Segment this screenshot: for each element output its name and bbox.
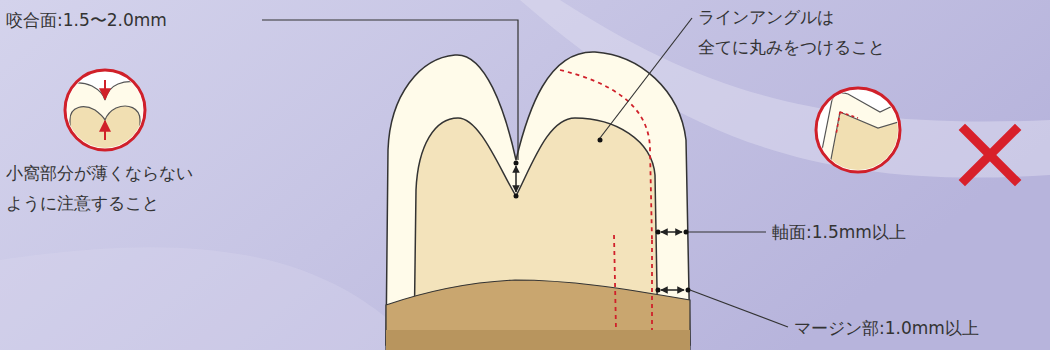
dimension-label: 咬合面:1.5〜2.0mm [6, 5, 167, 35]
crown [386, 52, 691, 350]
dimension-label: 軸面:1.5mm以上 [772, 217, 906, 247]
note-label: 小窩部分が薄くならない ように注意すること [6, 158, 221, 218]
line-angle-detail [816, 88, 1015, 180]
note-label: ラインアングルは 全てに丸みをつけること [698, 2, 908, 62]
swoosh [0, 247, 420, 350]
leader-lines [262, 18, 788, 327]
dimension-label: マージン部:1.0mm以上 [794, 313, 979, 343]
fissure-detail [62, 70, 148, 150]
